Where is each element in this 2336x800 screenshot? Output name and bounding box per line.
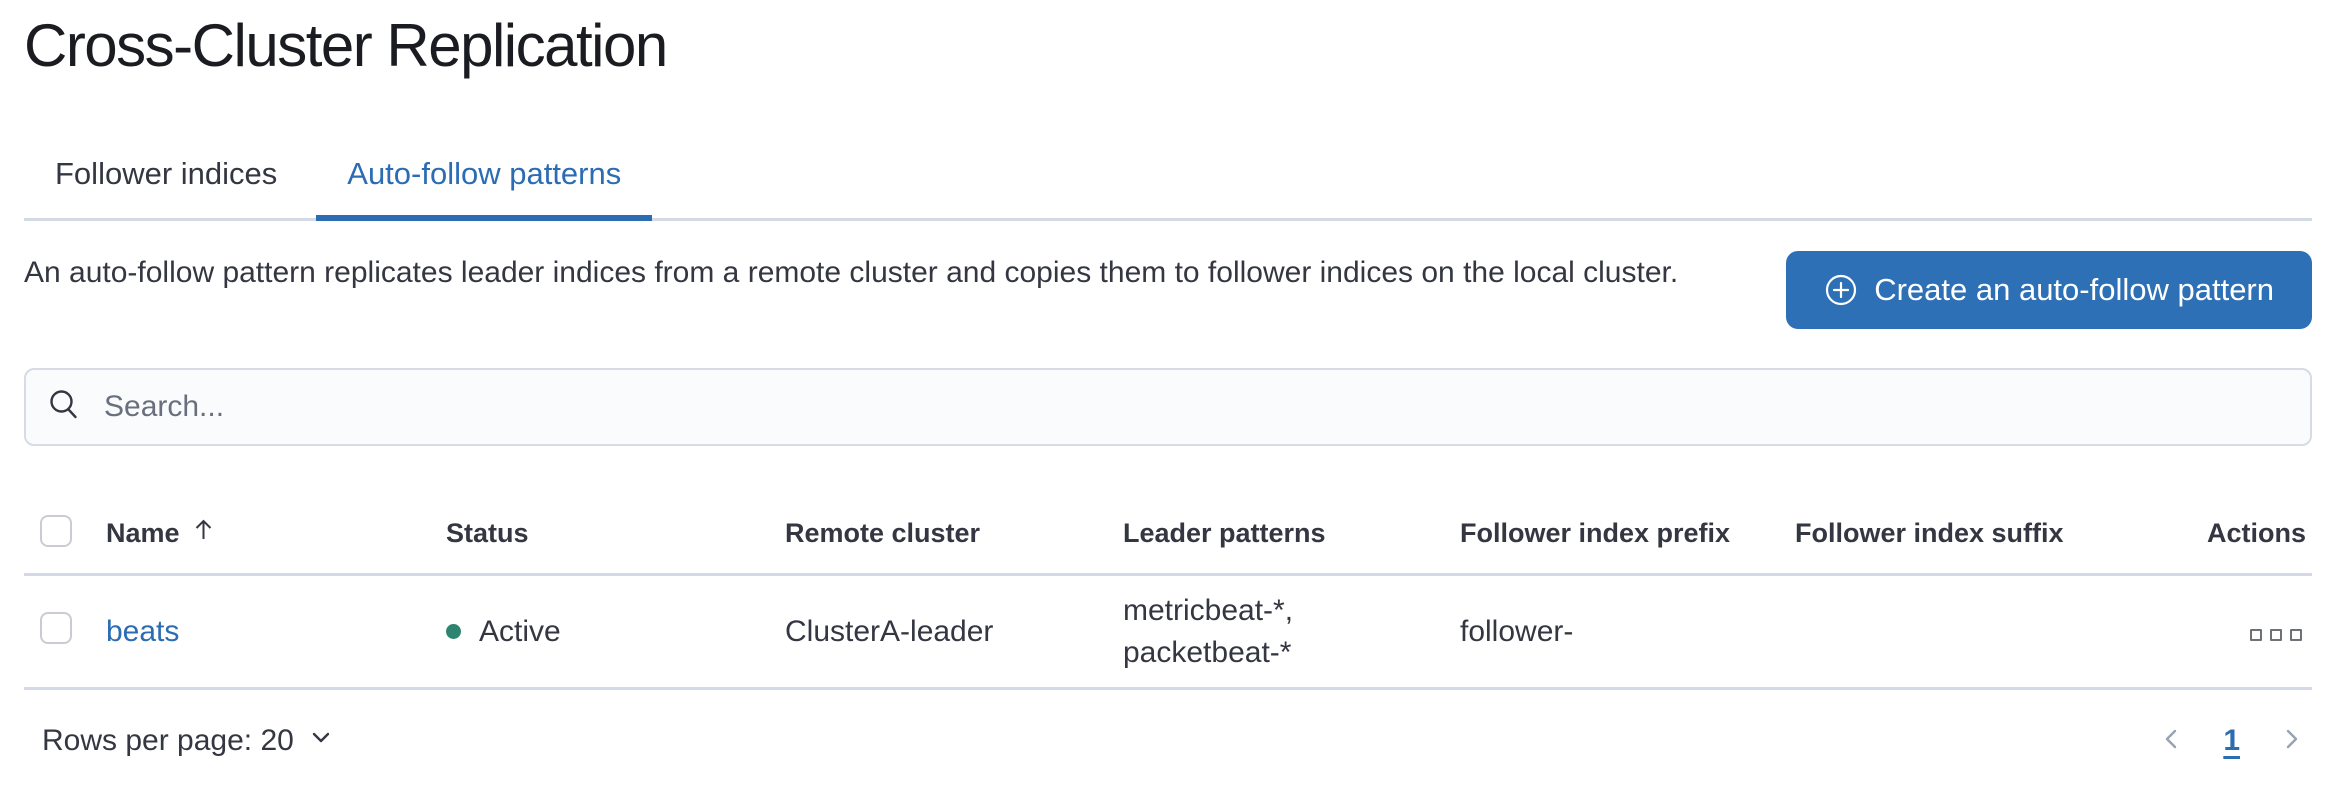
pagination: 1 (2153, 720, 2310, 761)
column-header-follower-index-suffix: Follower index suffix (1795, 517, 2064, 548)
search-icon (46, 387, 104, 428)
status-label: Active (479, 614, 561, 648)
column-header-name[interactable]: Name (106, 516, 446, 550)
remote-cluster-cell: ClusterA-leader (785, 614, 994, 648)
sort-ascending-icon (190, 516, 217, 550)
plus-in-circle-icon (1824, 273, 1858, 307)
row-select-cell (24, 611, 106, 652)
page-title: Cross-Cluster Replication (24, 12, 668, 79)
column-header-name-label: Name (106, 517, 180, 548)
tab-bar: Follower indices Auto-follow patterns (24, 130, 2312, 221)
actions-cell (2246, 615, 2312, 649)
column-header-follower-index-prefix: Follower index prefix (1460, 517, 1731, 548)
table-header-row: Name Status Remote cluster Leader patter… (24, 493, 2312, 576)
rows-per-page-label: Rows per page: 20 (42, 723, 294, 757)
name-cell: beats (106, 615, 446, 649)
select-row-checkbox[interactable] (40, 611, 72, 644)
tab-follower-indices[interactable]: Follower indices (24, 130, 308, 218)
rows-per-page-button[interactable]: Rows per page: 20 (42, 724, 334, 758)
search-input[interactable] (104, 370, 2290, 444)
status-active-dot-icon (446, 624, 461, 639)
create-button-label: Create an auto-follow pattern (1874, 272, 2274, 307)
chevron-right-icon (2276, 724, 2306, 757)
tab-auto-follow-patterns[interactable]: Auto-follow patterns (316, 130, 653, 221)
column-header-leader-patterns: Leader patterns (1123, 517, 1326, 548)
status-cell: Active (446, 615, 785, 649)
column-header-actions: Actions (2206, 517, 2306, 548)
pattern-name-link[interactable]: beats (106, 614, 180, 648)
next-page-button[interactable] (2272, 720, 2310, 761)
page-description: An auto-follow pattern replicates leader… (24, 256, 1679, 289)
leader-patterns-cell: metricbeat-*, packetbeat-* (1123, 593, 1294, 669)
select-all-cell (24, 514, 106, 552)
table-row: beats Active ClusterA-leader metricbeat-… (24, 576, 2312, 690)
previous-page-button[interactable] (2153, 720, 2191, 761)
chevron-left-icon (2157, 724, 2187, 757)
column-header-remote-cluster: Remote cluster (785, 517, 981, 548)
create-auto-follow-pattern-button[interactable]: Create an auto-follow pattern (1786, 251, 2312, 329)
column-header-status: Status (446, 517, 529, 548)
table-footer: Rows per page: 20 1 (24, 690, 2312, 761)
intro-section: An auto-follow pattern replicates leader… (24, 251, 2312, 329)
page-number-1-button[interactable]: 1 (2217, 724, 2246, 758)
boxes-horizontal-icon[interactable] (2246, 625, 2306, 645)
search-bar (24, 368, 2312, 446)
chevron-down-icon (308, 724, 334, 758)
follower-index-prefix-cell: follower- (1460, 614, 1574, 648)
select-all-checkbox[interactable] (40, 514, 72, 547)
